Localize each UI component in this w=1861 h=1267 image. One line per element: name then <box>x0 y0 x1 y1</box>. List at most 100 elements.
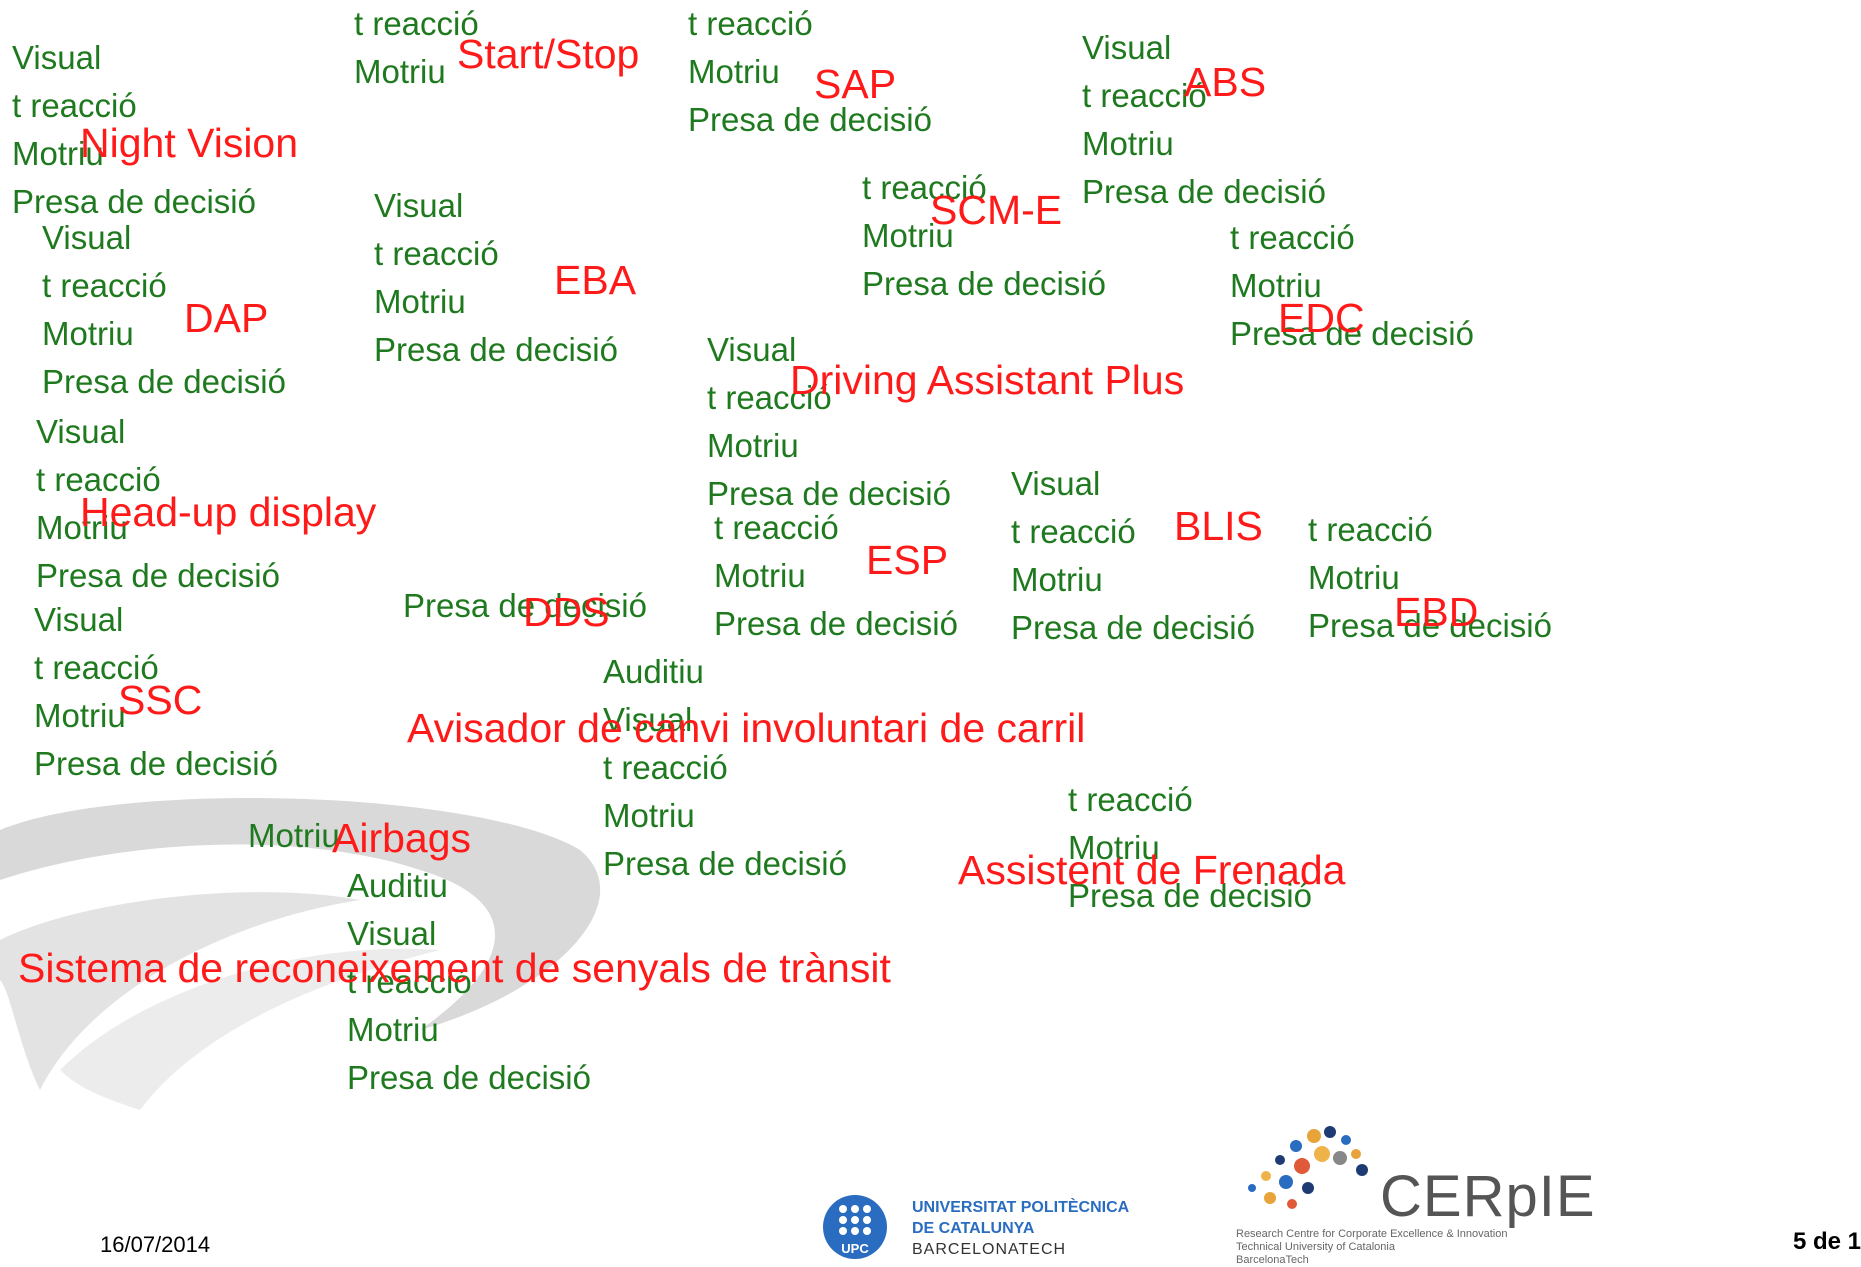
upc-line-1: UNIVERSITAT POLITÈCNICA <box>912 1199 1130 1216</box>
factor-line: Visual <box>42 219 132 256</box>
cerpie-subtitle: Research Centre for Corporate Excellence… <box>1236 1228 1507 1267</box>
factor-line: Presa de decisió <box>1230 315 1474 352</box>
system-label-lane-departure-warning: Avisador de canvi involuntari de carril <box>407 705 1086 751</box>
system-label-ssc: SSC <box>118 677 203 723</box>
system-label-dap: DAP <box>184 295 269 341</box>
factor-line: t reacció <box>1011 513 1136 550</box>
system-label-dds: DDS <box>523 589 610 635</box>
factor-list-abs: Visual t reacció Motriu Presa de decisió <box>1082 24 1326 216</box>
factor-line: Presa de decisió <box>1068 877 1312 914</box>
upc-wordmark: UNIVERSITAT POLITÈCNICA DE CATALUNYA BAR… <box>912 1197 1129 1260</box>
factor-line: Visual <box>603 701 693 738</box>
factor-list-airbags: Motriu <box>248 812 340 860</box>
factor-list-traffic-sign-recognition: Auditiu Visual t reacció Motriu Presa de… <box>347 862 591 1102</box>
factor-line: Presa de decisió <box>12 183 256 220</box>
factor-list-scm-e: t reacció Motriu Presa de decisió <box>862 164 1106 308</box>
slide-date: 16/07/2014 <box>100 1232 211 1257</box>
factor-line: Presa de decisió <box>1011 609 1255 646</box>
factor-line: Presa de decisió <box>374 331 618 368</box>
factor-line: Presa de decisió <box>862 265 1106 302</box>
swoosh-graphic <box>0 797 601 1110</box>
factor-line: Visual <box>374 187 464 224</box>
factor-line: Motriu <box>1230 267 1322 304</box>
cerpie-logo: CERpIE Research Centre for Corporate Exc… <box>1230 1118 1595 1266</box>
factor-line: Presa de decisió <box>714 605 958 642</box>
factor-line: t reacció <box>36 461 161 498</box>
cerpie-sub-2: Technical University of Catalonia <box>1236 1241 1395 1253</box>
factor-line: Motriu <box>688 53 780 90</box>
factor-line: Motriu <box>1068 829 1160 866</box>
factor-list-dds: Presa de decisió <box>403 582 647 630</box>
factor-line: t reacció <box>374 235 499 272</box>
system-label-scm-e: SCM-E <box>930 187 1063 233</box>
factor-line: t reacció <box>12 87 137 124</box>
page-number: 5 de 1 <box>1792 1228 1861 1255</box>
factor-line: Presa de decisió <box>1308 607 1552 644</box>
factor-line: Motriu <box>34 697 126 734</box>
factor-line: Presa de decisió <box>1082 173 1326 210</box>
factor-line: Presa de decisió <box>347 1059 591 1096</box>
factor-line: Motriu <box>36 509 128 546</box>
factor-line: Motriu <box>248 817 340 854</box>
factor-line: t reacció <box>1082 77 1207 114</box>
factor-list-brake-assist: t reacció Motriu Presa de decisió <box>1068 776 1312 920</box>
factor-line: t reacció <box>1068 781 1193 818</box>
factor-line: t reacció <box>354 5 479 42</box>
system-label-traffic-sign-recognition: Sistema de reconeixement de senyals de t… <box>18 945 891 991</box>
factor-line: Auditiu <box>347 867 448 904</box>
factor-line: Motriu <box>374 283 466 320</box>
factor-line: Visual <box>707 331 797 368</box>
cerpie-dots-icon <box>1248 1126 1368 1209</box>
system-label-ebd: EBD <box>1394 589 1479 635</box>
factor-line: Presa de decisió <box>707 475 951 512</box>
factor-line: Presa de decisió <box>603 845 847 882</box>
factor-line: Presa de decisió <box>34 745 278 782</box>
cerpie-wordmark: CERpIE <box>1380 1164 1596 1229</box>
system-label-start-stop: Start/Stop <box>457 31 640 77</box>
factor-list-head-up-display: Visual t reacció Motriu Presa de decisió <box>36 408 280 600</box>
factor-list-eba: Visual t reacció Motriu Presa de decisió <box>374 182 618 374</box>
system-label-sap: SAP <box>814 61 897 107</box>
factor-line: Visual <box>34 601 124 638</box>
system-label-esp: ESP <box>866 537 949 583</box>
factor-line: t reacció <box>862 169 987 206</box>
factor-line: Presa de decisió <box>403 587 647 624</box>
factor-line: t reacció <box>707 379 832 416</box>
factor-line: t reacció <box>1308 511 1433 548</box>
factor-line: t reacció <box>603 749 728 786</box>
factor-line: Motriu <box>603 797 695 834</box>
system-label-airbags: Airbags <box>332 815 472 861</box>
upc-logo: UPC UNIVERSITAT POLITÈCNICA DE CATALUNYA… <box>812 1193 1192 1261</box>
factor-list-blis: Visual t reacció Motriu Presa de decisió <box>1011 460 1255 652</box>
factor-line: Motriu <box>42 315 134 352</box>
factor-line: Visual <box>36 413 126 450</box>
factor-line: Visual <box>1082 29 1172 66</box>
upc-line-3: BARCELONATECH <box>912 1241 1067 1258</box>
factor-line: Motriu <box>12 135 104 172</box>
factor-line: Presa de decisió <box>36 557 280 594</box>
factor-list-sap: t reacció Motriu Presa de decisió <box>688 0 932 144</box>
factor-line: t reacció <box>1230 219 1355 256</box>
system-label-head-up-display: Head-up display <box>80 489 377 535</box>
factor-list-night-vision: Visual t reacció Motriu Presa de decisió <box>12 34 256 226</box>
upc-badge-text: UPC <box>841 1241 869 1256</box>
system-label-brake-assist: Assistent de Frenada <box>958 847 1346 893</box>
factor-list-start-stop: t reacció Motriu <box>354 0 479 96</box>
factor-line: Motriu <box>714 557 806 594</box>
factor-line: Visual <box>347 915 437 952</box>
cerpie-sub-1: Research Centre for Corporate Excellence… <box>1236 1228 1508 1240</box>
factor-line: Presa de decisió <box>42 363 286 400</box>
factor-line: t reacció <box>688 5 813 42</box>
factor-line: t reacció <box>347 963 472 1000</box>
factor-line: t reacció <box>34 649 159 686</box>
factor-line: Motriu <box>347 1011 439 1048</box>
factor-line: Motriu <box>707 427 799 464</box>
factor-line: t reacció <box>42 267 167 304</box>
factor-line: Visual <box>12 39 102 76</box>
system-label-abs: ABS <box>1184 59 1267 105</box>
factor-line: t reacció <box>714 509 839 546</box>
factor-line: Visual <box>1011 465 1101 502</box>
factor-list-ssc: Visual t reacció Motriu Presa de decisió <box>34 596 278 788</box>
factor-line: Presa de decisió <box>688 101 932 138</box>
system-label-blis: BLIS <box>1174 503 1263 549</box>
